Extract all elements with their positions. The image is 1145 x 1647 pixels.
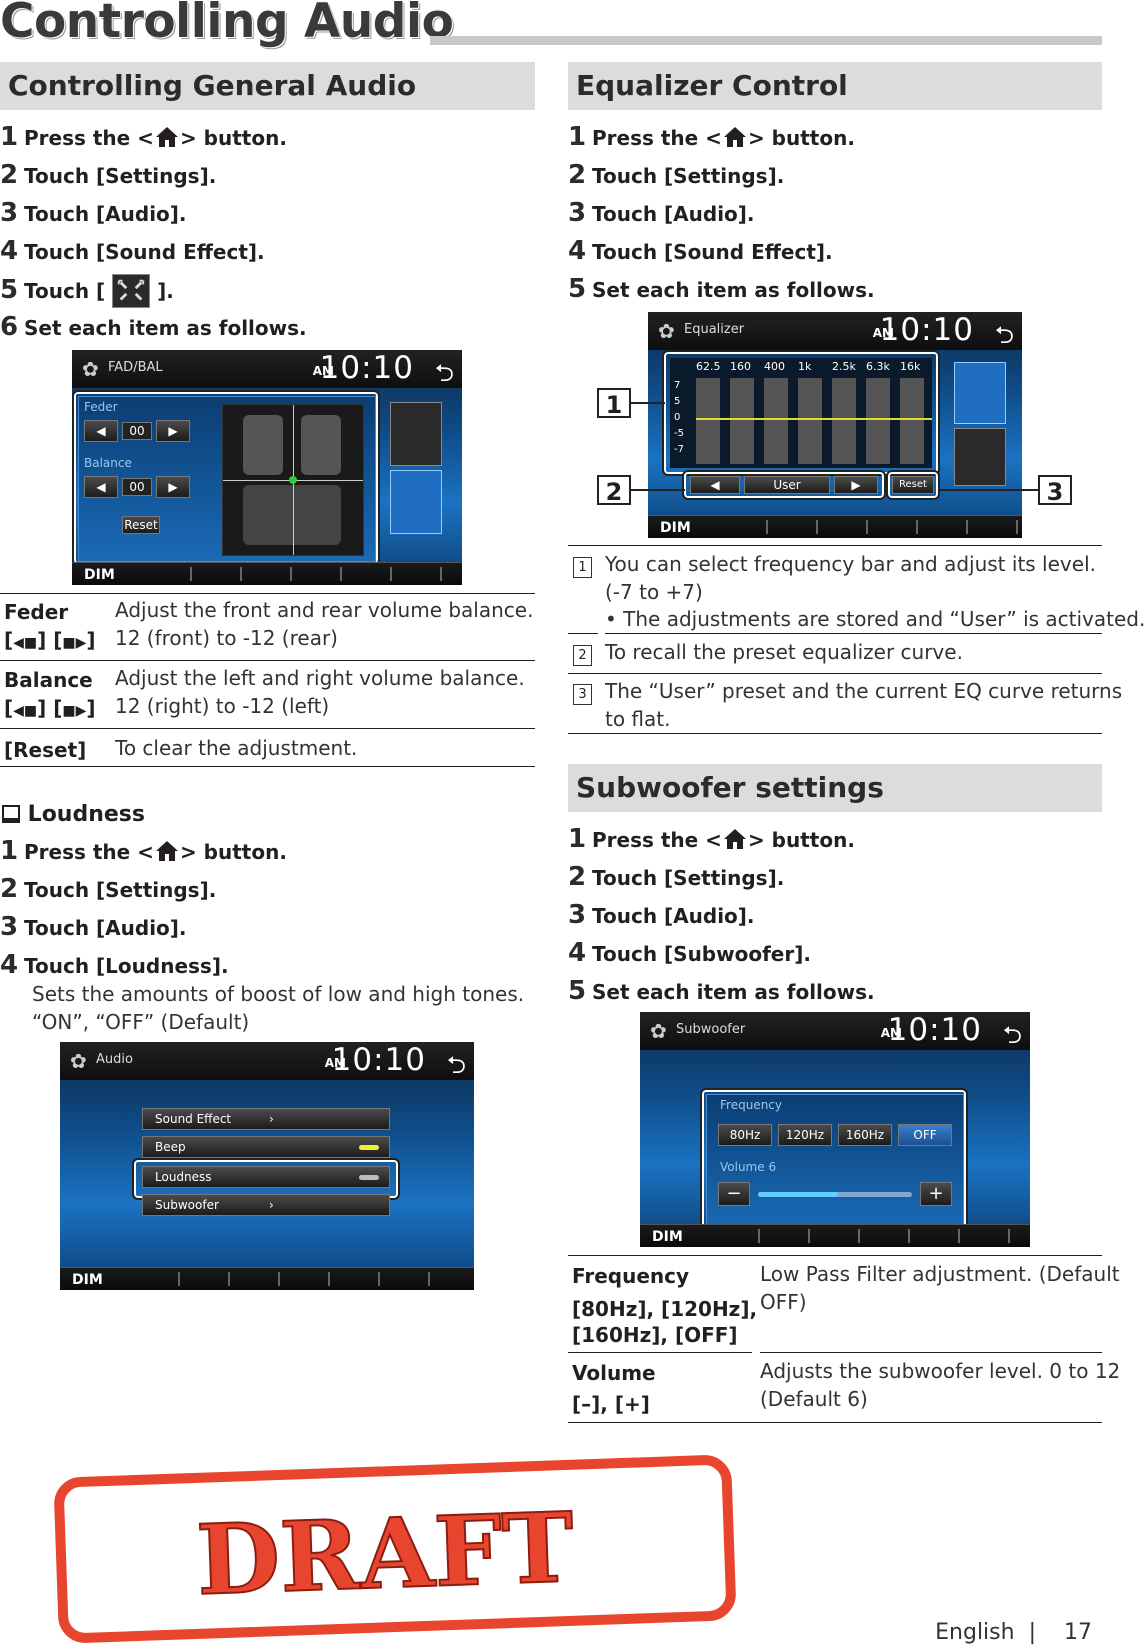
freq-80hz-button[interactable]: 80Hz	[718, 1124, 772, 1146]
volume-minus-button[interactable]: −	[718, 1182, 750, 1206]
home-icon	[723, 127, 746, 147]
gear-icon: ✿	[70, 1049, 87, 1073]
fad-bal-icon	[112, 274, 151, 308]
preset-name: User	[744, 476, 830, 494]
seat-diagram	[222, 404, 364, 556]
balance-right-button[interactable]: ▶	[156, 476, 190, 498]
callout-1: 1	[597, 388, 631, 419]
section-heading-subwoofer: Subwoofer settings	[568, 764, 1102, 812]
home-icon	[155, 841, 178, 861]
menu-item-loudness[interactable]: Loudness	[142, 1166, 390, 1188]
freq-off-button[interactable]: OFF	[898, 1124, 952, 1146]
volume-slider[interactable]	[758, 1192, 912, 1197]
sub-step-1: 1 Press the <> button.	[568, 824, 855, 854]
gear-icon: ✿	[82, 357, 99, 381]
equalizer-screenshot: ✿ Equalizer AM 10:10 ⮌ 62.5 160 400 1k 2…	[648, 312, 1022, 538]
fad-bal-screenshot: ✿ FAD/BAL AM 10:10 ⮌ Feder ◀ 00 ▶ Balanc…	[72, 350, 462, 585]
page-footer: English | 17	[935, 1620, 1092, 1645]
volume-plus-button[interactable]: +	[920, 1182, 952, 1206]
preset-next-button[interactable]: ▶	[834, 476, 878, 494]
menu-item-sound-effect[interactable]: Sound Effect›	[142, 1108, 390, 1130]
draft-stamp: DRAFT	[54, 1455, 736, 1643]
general-step-5: 5 Touch [ ].	[0, 274, 174, 308]
equalizer-icon[interactable]	[390, 402, 442, 466]
fad-bal-tab-icon[interactable]	[390, 470, 442, 534]
title-rule	[430, 36, 1102, 45]
feder-arrow-buttons: [◀■] [■▶]	[4, 628, 96, 652]
balance-left-button[interactable]: ◀	[84, 476, 118, 498]
page-title: Controlling Audio	[0, 0, 454, 49]
gear-icon: ✿	[658, 319, 675, 343]
reset-button[interactable]: Reset	[122, 516, 160, 534]
feder-left-button[interactable]: ◀	[84, 420, 118, 442]
callout-3: 3	[1038, 475, 1072, 506]
callout-2: 2	[597, 475, 631, 506]
balance-arrow-buttons: [◀■] [■▶]	[4, 696, 96, 720]
audio-screenshot: ✿ Audio AM 10:10 ⮌ Sound Effect› Beep Lo…	[60, 1042, 474, 1290]
general-step-1: 1 Press the <> button.	[0, 122, 287, 152]
back-icon[interactable]: ⮌	[994, 321, 1014, 349]
section-marker-icon	[2, 805, 20, 823]
freq-120hz-button[interactable]: 120Hz	[778, 1124, 832, 1146]
section-heading-equalizer: Equalizer Control	[568, 62, 1102, 110]
feder-right-button[interactable]: ▶	[156, 420, 190, 442]
menu-item-beep[interactable]: Beep	[142, 1136, 390, 1158]
home-icon	[723, 829, 746, 849]
subwoofer-screenshot: ✿ Subwoofer AM 10:10 ⮌ Frequency 80Hz 12…	[640, 1012, 1030, 1247]
back-icon[interactable]: ⮌	[434, 359, 454, 387]
page-number: 17	[1064, 1620, 1092, 1645]
freq-160hz-button[interactable]: 160Hz	[838, 1124, 892, 1146]
back-icon[interactable]: ⮌	[1002, 1021, 1022, 1049]
eq-reset-button[interactable]: Reset	[892, 476, 934, 494]
back-icon[interactable]: ⮌	[446, 1051, 466, 1079]
menu-item-subwoofer[interactable]: Subwoofer›	[142, 1194, 390, 1216]
fad-bal-icon[interactable]	[954, 428, 1006, 486]
svg-text:DRAFT: DRAFT	[195, 1491, 576, 1617]
preset-prev-button[interactable]: ◀	[690, 476, 740, 494]
eq-step-1: 1 Press the <> button.	[568, 122, 855, 152]
loudness-step-1: 1 Press the <> button.	[0, 836, 287, 866]
home-icon	[155, 127, 178, 147]
loudness-heading: Loudness	[2, 802, 145, 827]
section-heading-general: Controlling General Audio	[0, 62, 535, 110]
gear-icon: ✿	[650, 1019, 667, 1043]
equalizer-tab-icon[interactable]	[954, 362, 1006, 424]
